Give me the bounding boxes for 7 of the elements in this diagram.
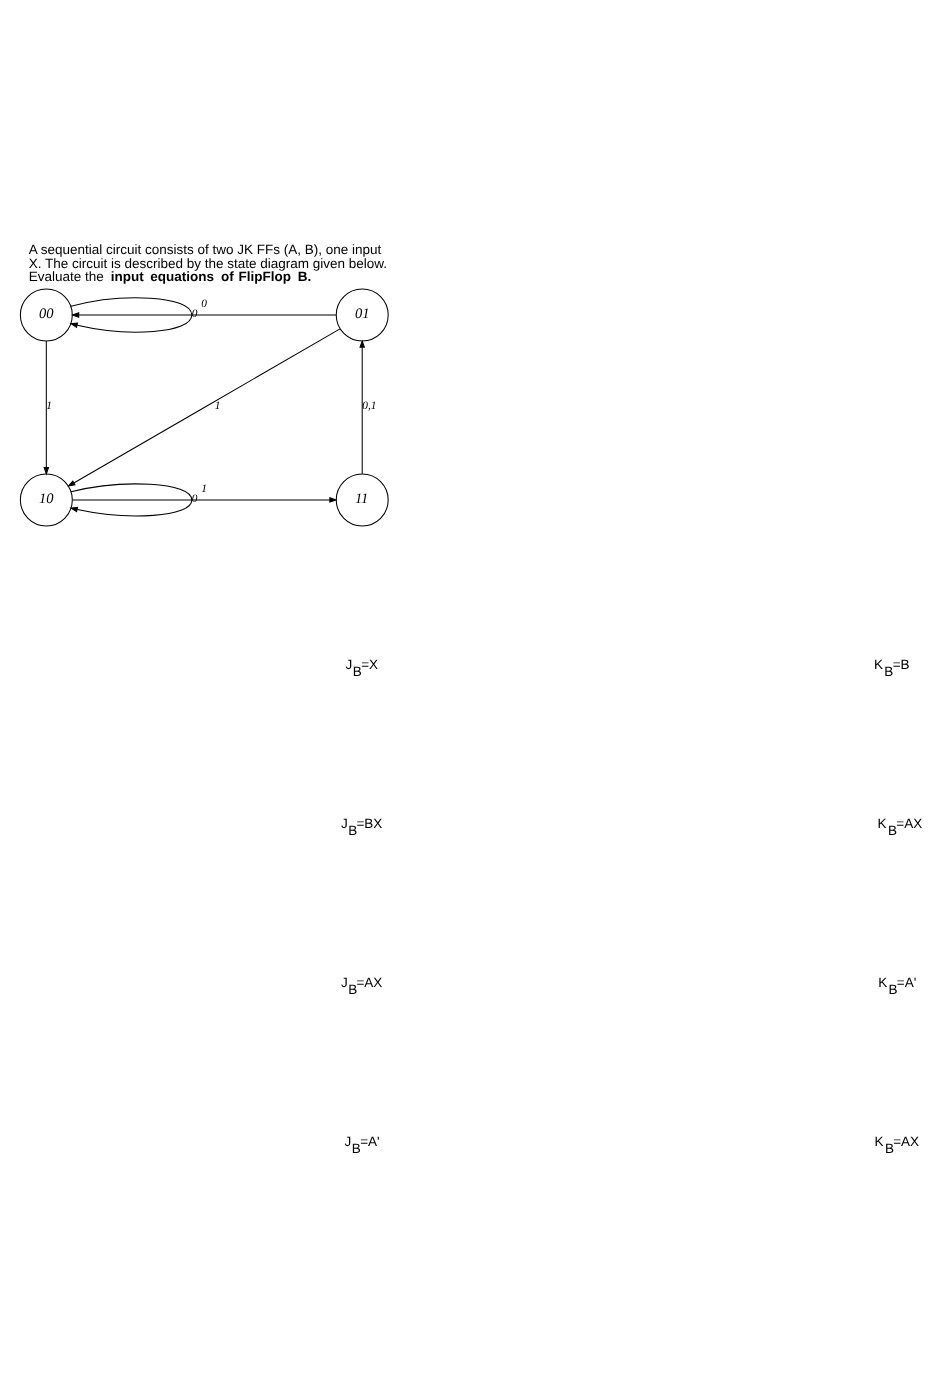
arrow <box>359 338 366 474</box>
arrow <box>69 482 193 516</box>
arrow <box>43 339 50 475</box>
arrow <box>69 296 193 332</box>
arrow <box>67 327 341 486</box>
arrow <box>70 311 337 317</box>
arrow <box>71 496 338 502</box>
